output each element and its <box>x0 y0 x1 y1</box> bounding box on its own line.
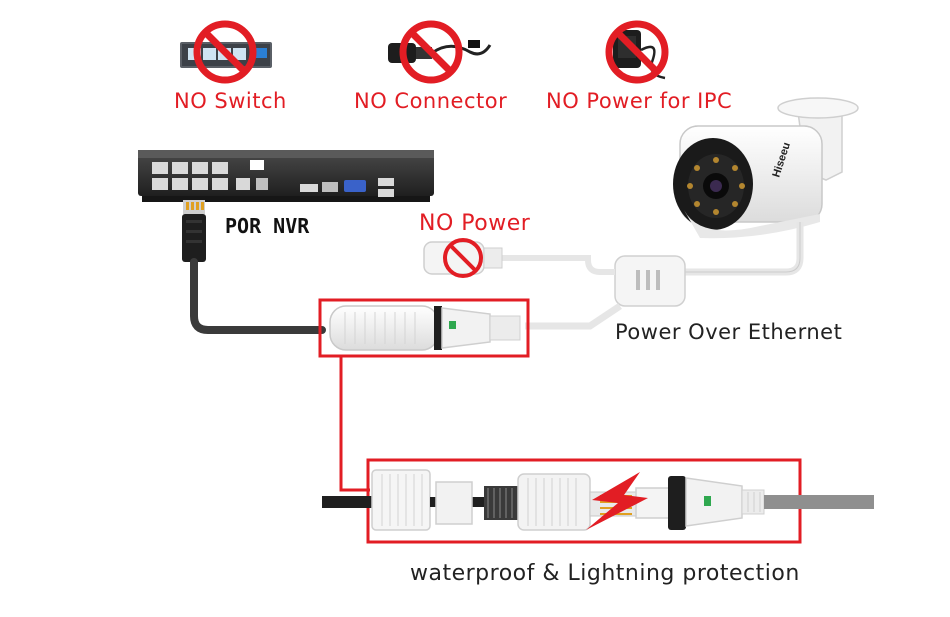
cable-splitter <box>614 255 686 307</box>
no-switch-item <box>180 20 272 84</box>
prohibited-sign-icon <box>193 20 257 84</box>
prohibited-sign-icon <box>443 238 483 278</box>
bullet-camera <box>673 97 859 239</box>
label-no-power: NO Power <box>419 211 531 236</box>
label-nvr: POR NVR <box>225 214 310 238</box>
label-no-power-ipc: NO Power for IPC <box>546 89 733 113</box>
ethernet-cable <box>190 258 326 334</box>
prohibited-sign-icon <box>605 20 669 84</box>
highlight-box-connector <box>318 298 530 358</box>
label-power-over-ethernet: Power Over Ethernet <box>615 320 843 344</box>
lightning-bolt-icon <box>586 472 648 530</box>
dc-power-pigtail <box>500 255 615 275</box>
rj45-plug <box>182 200 206 262</box>
waterproof-connector <box>329 305 521 351</box>
prohibited-sign-icon <box>399 20 463 84</box>
no-connector-item <box>388 20 492 84</box>
nvr-device <box>138 150 434 202</box>
highlight-link <box>339 356 370 492</box>
label-no-switch: NO Switch <box>174 89 287 113</box>
ethernet-pigtail <box>525 303 622 330</box>
label-no-connector: NO Connector <box>354 89 508 113</box>
label-waterproof-lightning: waterproof & Lightning protection <box>410 561 800 586</box>
nvr-lan-ports <box>152 162 268 190</box>
no-power-ipc-item <box>605 20 669 84</box>
